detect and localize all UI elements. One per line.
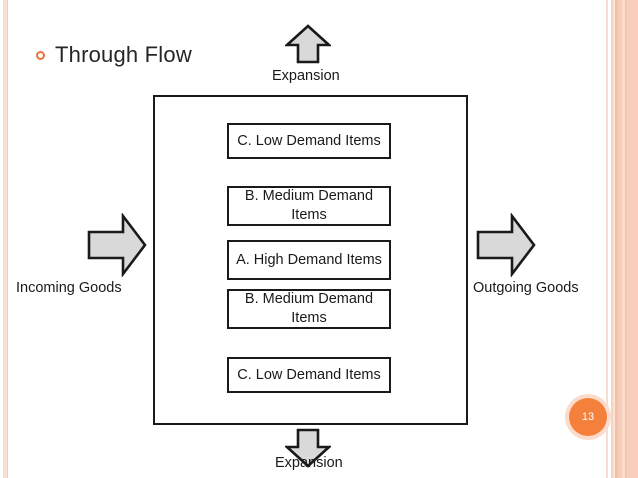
item-box-high-demand: A. High Demand Items <box>227 240 391 280</box>
item-box-low-demand-top: C. Low Demand Items <box>227 123 391 159</box>
right-edge-decoration <box>606 0 638 478</box>
page-title: Through Flow <box>55 42 192 67</box>
arrow-down-icon <box>285 428 331 468</box>
label-incoming-goods: Incoming Goods <box>16 280 122 296</box>
label-expansion-bottom: Expansion <box>275 455 343 471</box>
edge-stripe-4 <box>615 0 618 478</box>
slide-title: Through Flow <box>36 42 192 68</box>
item-box-low-demand-bottom: C. Low Demand Items <box>227 357 391 393</box>
edge-stripe-6 <box>622 0 625 478</box>
label-outgoing-goods: Outgoing Goods <box>473 280 579 296</box>
page-number-value: 13 <box>569 398 607 436</box>
page-number-badge: 13 <box>565 394 611 440</box>
edge-stripe-5 <box>618 0 622 478</box>
edge-stripe-7 <box>625 0 627 478</box>
edge-stripe-8 <box>627 0 638 478</box>
edge-stripe-3 <box>613 0 615 478</box>
edge-stripe-2 <box>611 0 613 478</box>
arrow-up-icon <box>285 24 331 64</box>
edge-stripe-0 <box>606 0 608 478</box>
edge-stripe-1 <box>608 0 611 478</box>
item-box-medium-demand-upper: B. Medium Demand Items <box>227 186 391 226</box>
left-edge-decoration <box>0 0 12 478</box>
label-expansion-top: Expansion <box>272 68 340 84</box>
arrow-right-icon-incoming <box>87 213 147 277</box>
arrow-right-icon-outgoing <box>476 213 536 277</box>
item-box-medium-demand-lower: B. Medium Demand Items <box>227 289 391 329</box>
bullet-circle-icon <box>36 50 45 60</box>
